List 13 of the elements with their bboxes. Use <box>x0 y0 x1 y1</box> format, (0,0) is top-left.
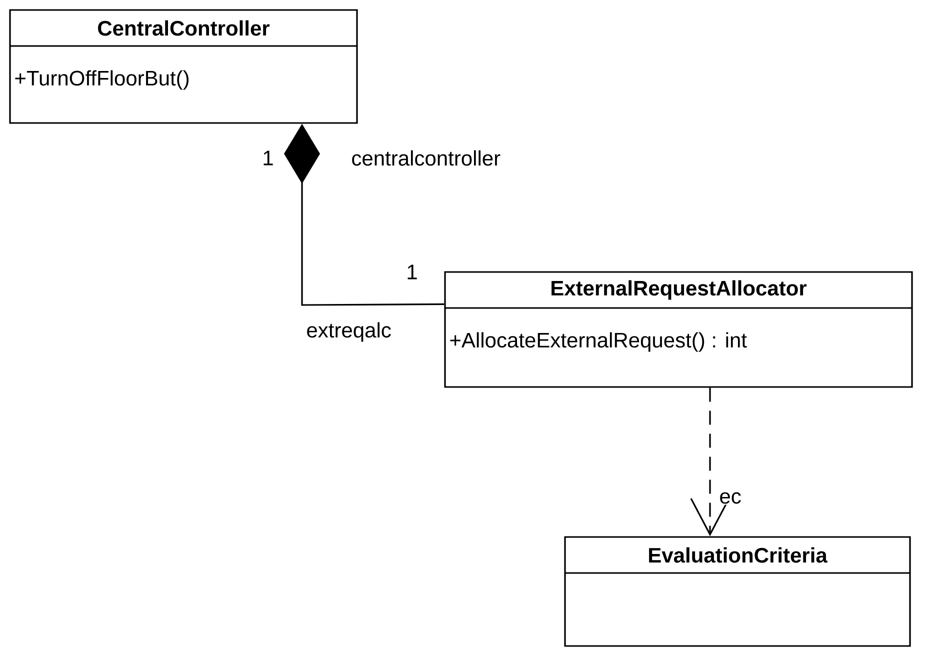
class-box <box>444 271 913 388</box>
role-label: extreqalc <box>307 322 391 342</box>
class-name: ExternalRequestAllocator <box>552 280 807 300</box>
multiplicity-label: 1 <box>264 150 273 166</box>
method-text: +AllocateExternalRequest() : int <box>450 332 747 352</box>
method-text: +TurnOffFloorBut() <box>15 70 189 90</box>
class-box <box>9 9 358 124</box>
class-name: EvaluationCriteria <box>649 547 828 563</box>
class-name: CentralController <box>98 20 270 36</box>
edge-label: ec <box>718 491 742 505</box>
multiplicity-label: 1 <box>408 264 417 280</box>
class-box <box>564 536 911 647</box>
role-label: centralcontroller <box>352 150 500 166</box>
